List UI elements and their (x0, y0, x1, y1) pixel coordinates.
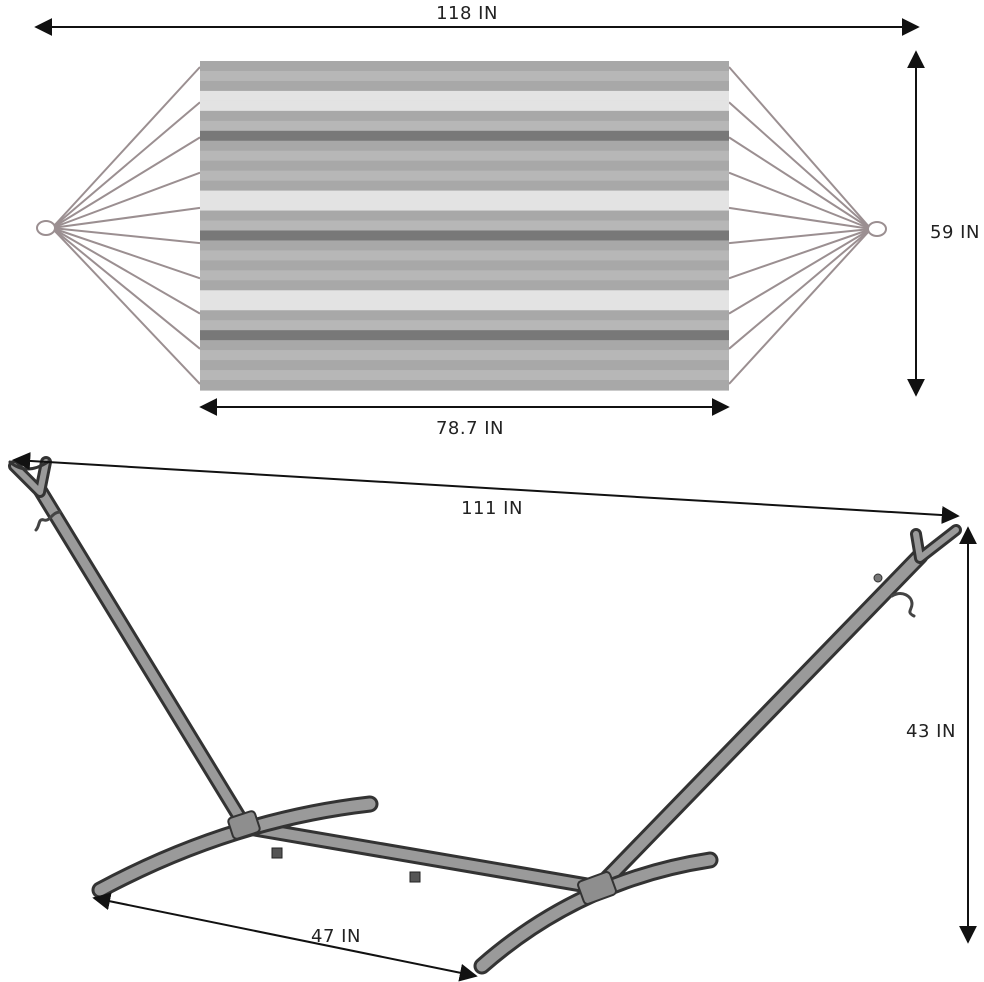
fabric-stripe (200, 150, 729, 162)
fabric-stripe (200, 170, 729, 182)
fabric-stripe (200, 160, 729, 172)
fabric-stripe (200, 220, 729, 232)
dim-arrow-111 (12, 451, 960, 525)
fabric-stripe (200, 290, 729, 301)
rope-line (728, 171, 872, 230)
rope-line (728, 228, 872, 280)
fabric-stripe (200, 61, 729, 72)
rope-line (51, 227, 201, 315)
rope-line (728, 228, 872, 385)
dim-label-111: 111 IN (461, 498, 523, 519)
rope-line (728, 136, 872, 230)
rope-line (728, 206, 872, 230)
leveling-foot-left (271, 847, 283, 859)
fabric-stripe (200, 90, 729, 102)
fabric-stripe (200, 360, 729, 371)
rope-line (51, 101, 201, 229)
fabric-stripe (200, 260, 729, 271)
fabric-stripe (200, 200, 729, 212)
fabric-stripe (200, 230, 729, 242)
fabric-stripe (200, 240, 729, 252)
rope-line (728, 228, 872, 315)
fabric-stripe (200, 310, 729, 321)
end-ring-right (867, 221, 887, 237)
fabric-stripe (200, 380, 729, 391)
right-joint (577, 871, 617, 905)
fabric-stripe (200, 320, 729, 331)
rope-line (728, 101, 872, 230)
hammock-bed (36, 61, 887, 391)
fabric-stripe (200, 350, 729, 361)
fabric-stripe (200, 80, 729, 92)
rope-line (51, 227, 201, 280)
rope-line (51, 227, 201, 245)
rope-line (51, 206, 201, 229)
dim-label-78-7: 78.7 IN (436, 418, 504, 439)
rope-fan-left (51, 66, 201, 385)
dim-label-47: 47 IN (311, 926, 361, 947)
fabric-stripe (200, 120, 729, 132)
rope-line (51, 136, 201, 229)
rope-line (728, 66, 872, 230)
fabric-stripe (200, 70, 729, 82)
pole-pin (873, 573, 883, 583)
dim-label-43: 43 IN (906, 721, 956, 742)
fabric-stripe (200, 370, 729, 381)
dim-arrow-47 (92, 892, 478, 982)
rope-line (728, 228, 872, 245)
dim-label-118: 118 IN (436, 3, 498, 24)
fabric-stripe (200, 100, 729, 112)
leveling-foot-center (409, 871, 421, 883)
fabric-stripe (200, 110, 729, 122)
fabric-stripe (200, 190, 729, 202)
fabric-stripe (200, 300, 729, 311)
fabric-stripe (200, 330, 729, 341)
fabric-stripe (200, 180, 729, 192)
rope-line (51, 171, 201, 229)
rope-fan-right (728, 66, 872, 385)
rope-line (51, 66, 201, 229)
hammock-stand (8, 456, 962, 975)
rope-line (51, 227, 201, 385)
fabric-stripe (200, 130, 729, 142)
rope-line (51, 227, 201, 350)
fabric-stripe (200, 270, 729, 281)
fabric-stripe (200, 250, 729, 261)
striped-fabric (200, 61, 729, 391)
fabric-stripe (200, 340, 729, 351)
dim-label-59: 59 IN (930, 222, 980, 243)
end-ring-left (36, 220, 56, 236)
left-joint (227, 810, 261, 840)
fabric-stripe (200, 280, 729, 291)
s-hook-icon (890, 592, 916, 618)
rope-line (728, 228, 872, 350)
fabric-stripe (200, 210, 729, 222)
fabric-stripe (200, 140, 729, 152)
